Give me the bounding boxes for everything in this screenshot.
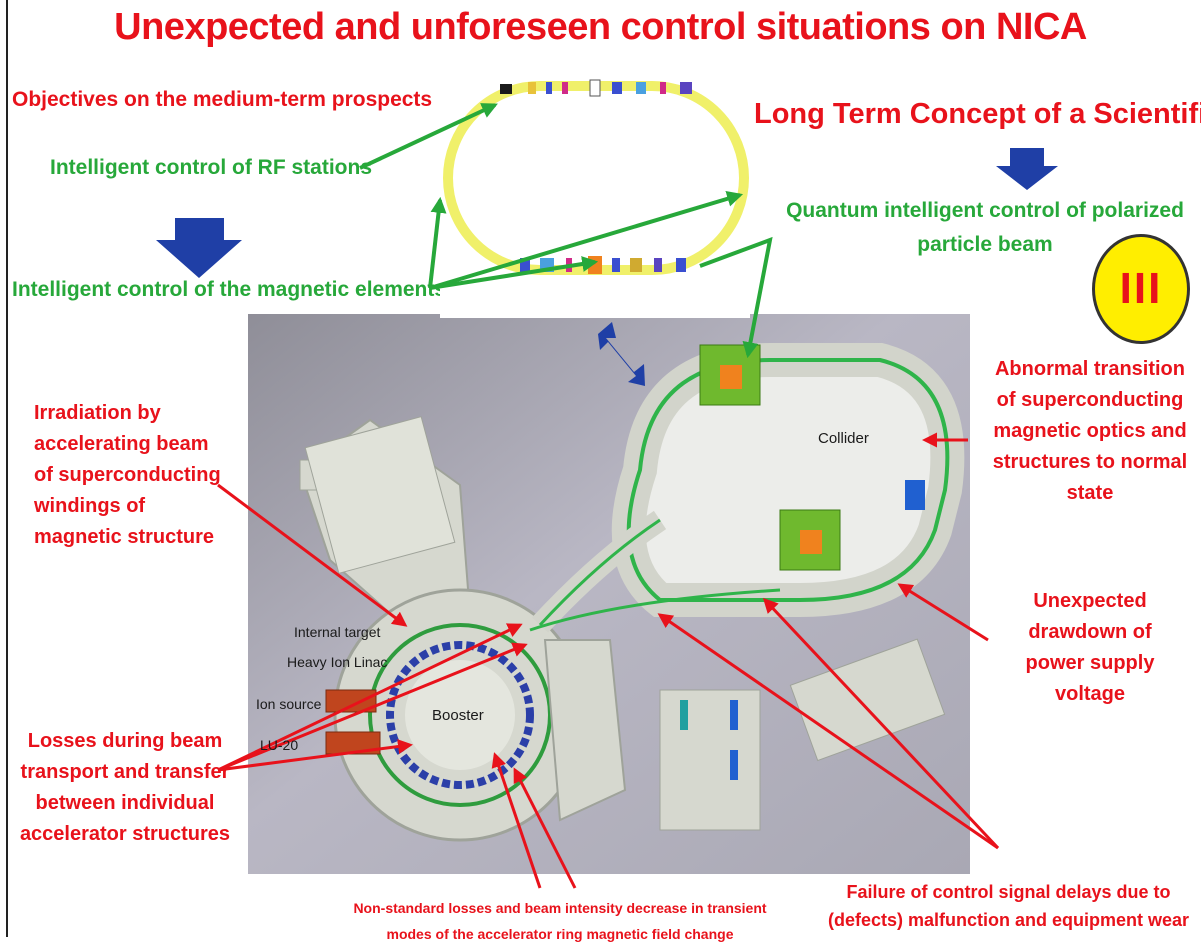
- heavy-ion-linac-label: Heavy Ion Linac: [287, 654, 387, 670]
- long-term-concept-label: Long Term Concept of a Scientific IT: [754, 98, 1201, 130]
- drawdown-line-1: Unexpected: [1033, 590, 1147, 612]
- magnetic-elements-label: Intelligent control of the magnetic elem…: [12, 278, 447, 301]
- quantum-control-label: Quantum intelligent control of polarized…: [780, 194, 1190, 262]
- irradiation-line-2: accelerating beam: [34, 433, 209, 455]
- down-arrow-right-icon: [996, 148, 1058, 190]
- stage-three-badge: III: [1092, 234, 1190, 344]
- internal-target-label: Internal target: [294, 624, 380, 640]
- objectives-label: Objectives on the medium-term prospects: [12, 88, 433, 111]
- non-standard-line-2: modes of the accelerator ring magnetic f…: [386, 926, 734, 942]
- abnormal-line-2: of superconducting: [996, 389, 1184, 411]
- drawdown-line-2: drawdown of: [1028, 621, 1152, 643]
- drawdown-line-4: voltage: [1054, 683, 1126, 705]
- lu20-block: [325, 731, 381, 755]
- booster-extension: [543, 639, 627, 822]
- lu20-label: LU-20: [260, 737, 298, 753]
- green-arrows: [359, 103, 773, 359]
- red-arrows: [217, 432, 1000, 889]
- page-title: Unexpected and unforeseen control situat…: [114, 6, 1087, 48]
- left-border-line: [6, 0, 8, 937]
- abnormal-line-1: Abnormal transition: [994, 358, 1185, 380]
- non-standard-line-1: Non-standard losses and beam intensity d…: [353, 900, 767, 916]
- transfer-beam-2: [529, 588, 781, 632]
- detector-top-core: [720, 365, 742, 389]
- left-module-inner: [304, 416, 456, 574]
- losses-line-3: between individual: [35, 792, 215, 814]
- booster-core: [405, 660, 515, 770]
- irradiation-line-1: Irradiation by: [34, 402, 161, 424]
- failure-delays-label: Failure of control signal delays due to …: [816, 878, 1201, 934]
- drawdown-label: Unexpected drawdown of power supply volt…: [1000, 586, 1180, 710]
- detector-bottom-core: [800, 530, 822, 554]
- irradiation-line-3: of superconducting: [34, 464, 221, 486]
- ion-source-block: [325, 689, 377, 713]
- booster-label: Booster: [432, 707, 484, 724]
- drawdown-line-3: power supply: [1025, 652, 1155, 674]
- abnormal-line-4: structures to normal: [992, 451, 1188, 473]
- quantum-control-line-2: particle beam: [917, 233, 1053, 256]
- losses-line-2: transport and transfer: [20, 761, 230, 783]
- losses-transport-label: Losses during beam transport and transfe…: [10, 726, 240, 850]
- failure-line-2: (defects) malfunction and equipment wear: [827, 910, 1190, 930]
- rf-stations-label: Intelligent control of RF stations: [50, 156, 372, 179]
- abnormal-transition-label: Abnormal transition of superconducting m…: [985, 354, 1195, 509]
- ion-source-label: Ion source: [256, 696, 322, 712]
- bidirectional-arrow-icon: [598, 322, 645, 386]
- irradiation-line-4: windings of: [34, 495, 146, 517]
- irradiation-line-5: magnetic structure: [34, 526, 215, 548]
- collider-label: Collider: [818, 430, 869, 447]
- booster-middle-ring: [368, 623, 552, 807]
- booster-inner-ring: [386, 641, 534, 789]
- irradiation-label: Irradiation by accelerating beam of supe…: [34, 398, 221, 553]
- abnormal-line-5: state: [1066, 482, 1114, 504]
- transfer-beam: [538, 518, 661, 627]
- roman-numeral: III: [1119, 264, 1163, 313]
- abnormal-line-3: magnetic optics and: [993, 420, 1187, 442]
- failure-line-1: Failure of control signal delays due to: [846, 882, 1171, 902]
- losses-line-1: Losses during beam: [27, 730, 223, 752]
- down-arrow-left-icon: [156, 218, 242, 278]
- rf-station-blue: [905, 480, 925, 510]
- quantum-control-line-1: Quantum intelligent control of polarized: [786, 199, 1184, 222]
- losses-line-4: accelerator structures: [19, 823, 231, 845]
- equipment-columns: [659, 689, 761, 831]
- non-standard-losses-label: Non-standard losses and beam intensity d…: [320, 895, 800, 947]
